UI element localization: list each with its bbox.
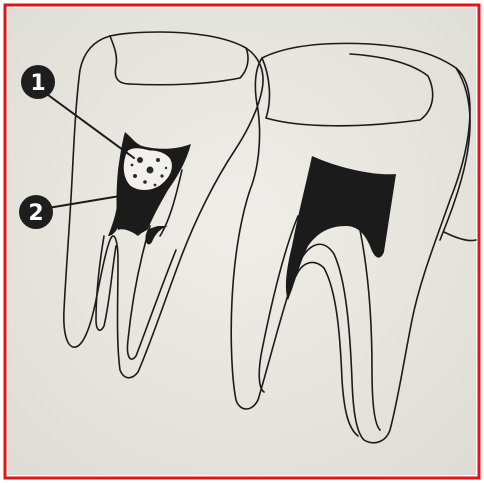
callout-1-label: 1	[30, 71, 45, 96]
paper-background	[8, 8, 476, 475]
callout-1: 1	[21, 65, 55, 99]
callout-2-label: 2	[28, 201, 43, 226]
callout-2: 2	[19, 195, 53, 229]
